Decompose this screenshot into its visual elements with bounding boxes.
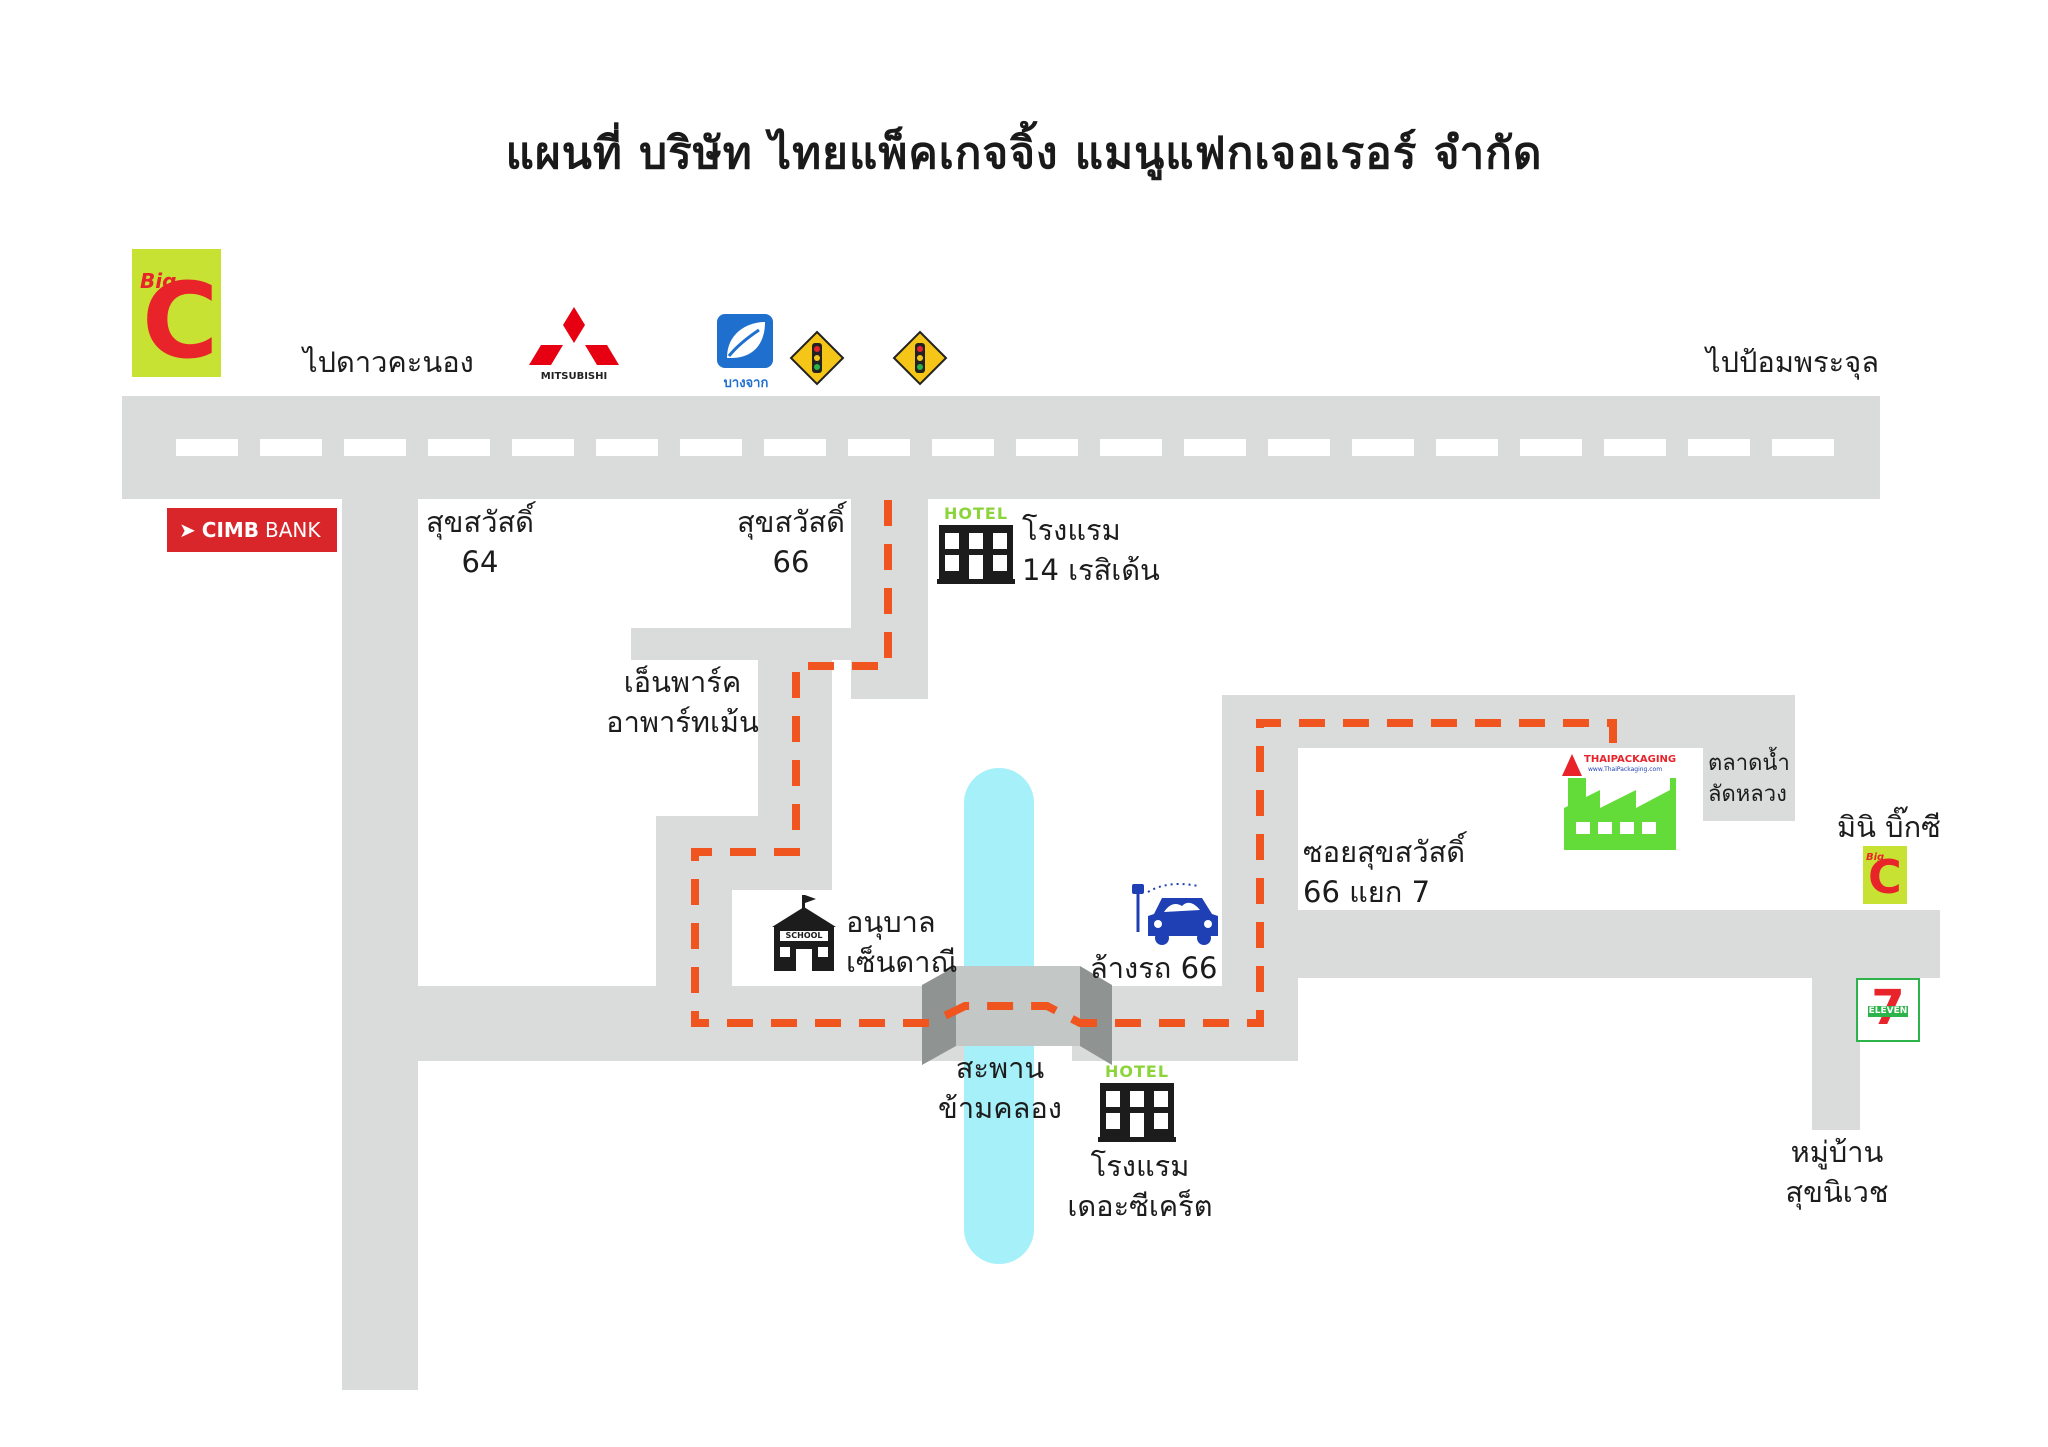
soi-66-label: สุขสวัสดิ์ 66 [726, 502, 856, 582]
mitsubishi-diamonds-icon [529, 307, 619, 365]
thaipackaging-url: www.ThaiPackaging.com [1588, 766, 1663, 773]
hotel-14-label: โรงแรม 14 เรสิเด้น [1022, 510, 1160, 590]
road-dash [1016, 439, 1078, 456]
mini-big-c-letter: C [1868, 850, 1902, 904]
hotel-secret-label: โรงแรม เดอะซีเคร็ต [1055, 1146, 1225, 1226]
bangchak-leaf-icon [717, 314, 773, 368]
road-dash [848, 439, 910, 456]
traffic-light-sign-icon [789, 330, 845, 386]
road-dash [932, 439, 994, 456]
road-dash [344, 439, 406, 456]
hotel-secret-line-2: เดอะซีเคร็ต [1067, 1189, 1213, 1223]
soi-66-7-label: ซอยสุขสวัสดิ์ 66 แยก 7 [1303, 832, 1465, 912]
road-east [1298, 910, 1940, 978]
factory-icon [1564, 778, 1676, 850]
thaipackaging-text: THAIPACKAGING [1584, 754, 1677, 765]
mitsubishi-logo: MITSUBISHI [527, 305, 621, 387]
direction-west-label: ไปดาวคะนอง [303, 345, 474, 379]
cimb-text: CIMB [201, 518, 260, 542]
apartment-line-2: อาพาร์ทเม้น [606, 705, 759, 739]
village-line-2: สุขนิเวช [1785, 1175, 1889, 1209]
road-dash [512, 439, 574, 456]
seven-eleven-text: ELEVEN [1868, 1006, 1908, 1017]
market-line-1: ตลาดน้ำ [1708, 751, 1790, 776]
mini-bigc-label: มินิ บิ๊กซี [1837, 810, 1941, 844]
road-market [1703, 695, 1795, 821]
school-line-1: อนุบาล [846, 905, 936, 939]
road-village [1812, 978, 1860, 1130]
apartment-label: เอ็นพาร์ค อาพาร์ทเม้น [605, 662, 760, 742]
hotel-building-icon [937, 525, 1015, 584]
road-dash [1604, 439, 1666, 456]
cimb-chevron-icon: ➤ [179, 518, 196, 542]
road-dash [1352, 439, 1414, 456]
apartment-line-1: เอ็นพาร์ค [623, 665, 742, 699]
main-road [122, 396, 1880, 499]
hotel-14-line-1: โรงแรม [1022, 513, 1121, 547]
soi-66-7-line-2: 66 แยก 7 [1303, 875, 1431, 909]
soi-64-label: สุขสวัสดิ์ 64 [415, 502, 545, 582]
bridge [922, 966, 1112, 1065]
big-c-letter: C [142, 260, 219, 382]
mini-big-c-small-text: Big [1866, 852, 1885, 863]
route-line [691, 500, 1617, 1027]
hotel-icon: HOTEL [937, 504, 1015, 586]
village-line-1: หมู่บ้าน [1790, 1135, 1884, 1169]
market-label: ตลาดน้ำ ลัดหลวง [1708, 748, 1790, 810]
road-soi-64 [342, 499, 418, 1390]
thaipackaging-triangle-icon [1562, 754, 1582, 776]
road-dash [1268, 439, 1330, 456]
road-dash [260, 439, 322, 456]
road-dash [176, 439, 238, 456]
thaipackaging-logo: THAIPACKAGING www.ThaiPackaging.com [1562, 754, 1677, 780]
traffic-light-sign-icon [892, 330, 948, 386]
road-dash [1520, 439, 1582, 456]
road-dash [1688, 439, 1750, 456]
map-title: แผนที่ บริษัท ไทยแพ็คเกจจิ้ง แมนูแฟกเจอเ… [505, 128, 1543, 179]
road-dash [1436, 439, 1498, 456]
road-center-dashes [176, 439, 1834, 456]
mitsubishi-text: MITSUBISHI [540, 371, 608, 382]
road-dash [428, 439, 490, 456]
road-dash [1100, 439, 1162, 456]
road-dash [1772, 439, 1834, 456]
school-sign-text: SCHOOL [785, 931, 823, 940]
hotel-icon: HOTEL [1098, 1062, 1176, 1144]
direction-east-label: ไปป้อมพระจุล [1706, 345, 1879, 379]
soi-66-line-1: สุขสวัสดิ์ [736, 505, 846, 539]
hotel-building-icon [1098, 1083, 1176, 1142]
market-line-2: ลัดหลวง [1708, 782, 1787, 807]
carwash-label: ล้างรถ 66 [1090, 951, 1218, 985]
soi-66-line-2: 66 [772, 545, 810, 579]
road-apartment-c [758, 628, 832, 890]
hotel-sign-text: HOTEL [943, 504, 1009, 523]
soi-64-line-1: สุขสวัสดิ์ [425, 505, 535, 539]
road-dash [1184, 439, 1246, 456]
road-dash [764, 439, 826, 456]
road-dash [680, 439, 742, 456]
big-c-logo: Big C [132, 249, 221, 377]
road-dash [596, 439, 658, 456]
hotel-sign-text: HOTEL [1104, 1062, 1170, 1081]
bridge-line-2: ข้ามคลอง [938, 1091, 1062, 1125]
bangchak-logo: บางจาก [715, 312, 777, 391]
cimb-bank-logo: ➤ CIMB BANK [167, 508, 337, 552]
school-icon: SCHOOL [770, 895, 838, 973]
cimb-bank-text: BANK [265, 518, 321, 542]
car-wash-icon [1132, 883, 1218, 945]
soi-64-line-2: 64 [461, 545, 499, 579]
bridge-label: สะพาน ข้ามคลอง [925, 1048, 1075, 1128]
hotel-secret-line-1: โรงแรม [1090, 1149, 1190, 1183]
school-line-2: เซ็นดาณี [846, 945, 958, 979]
big-c-small-text: Big [140, 269, 177, 293]
village-label: หมู่บ้าน สุขนิเวช [1767, 1132, 1907, 1212]
school-label: อนุบาล เซ็นดาณี [846, 902, 957, 982]
mini-big-c-logo: Big C [1863, 846, 1907, 904]
bangchak-text: บางจาก [723, 376, 769, 391]
seven-eleven-logo: 7 ELEVEN [1856, 978, 1920, 1042]
hotel-14-line-2: 14 เรสิเด้น [1022, 553, 1160, 587]
bridge-line-1: สะพาน [955, 1051, 1045, 1085]
soi-66-7-line-1: ซอยสุขสวัสดิ์ [1303, 835, 1466, 869]
